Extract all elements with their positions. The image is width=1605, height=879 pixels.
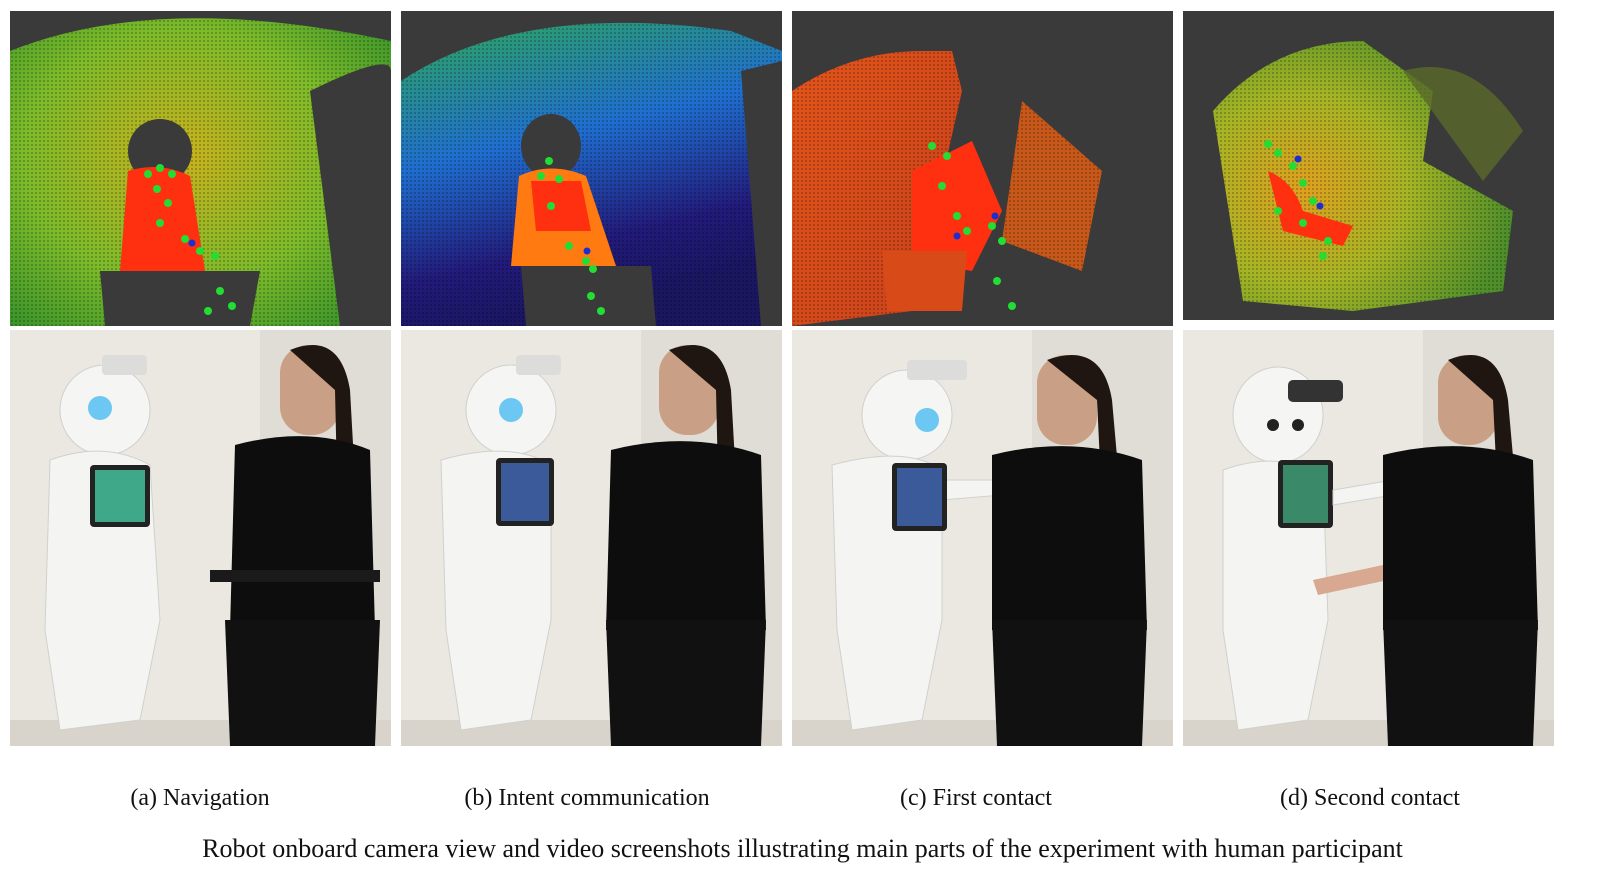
point-cloud-view-navigation <box>10 11 391 326</box>
point-cloud-view-second-contact <box>1183 11 1554 320</box>
point-cloud-view-intent-communication <box>401 11 782 326</box>
subfigure-label-a: (a) Navigation <box>130 785 270 811</box>
subfigure-label-b: (b) Intent communication <box>464 785 710 811</box>
subfigure-label-c: (c) First contact <box>900 785 1052 811</box>
point-cloud-view-first-contact <box>792 11 1173 326</box>
video-screenshot-second-contact <box>1183 330 1554 746</box>
figure-caption: Robot onboard camera view and video scre… <box>202 834 1403 863</box>
subfigure-label-d: (d) Second contact <box>1280 785 1460 811</box>
video-screenshot-navigation <box>10 330 391 746</box>
video-screenshot-first-contact <box>792 330 1173 746</box>
video-screenshot-intent-communication <box>401 330 782 746</box>
